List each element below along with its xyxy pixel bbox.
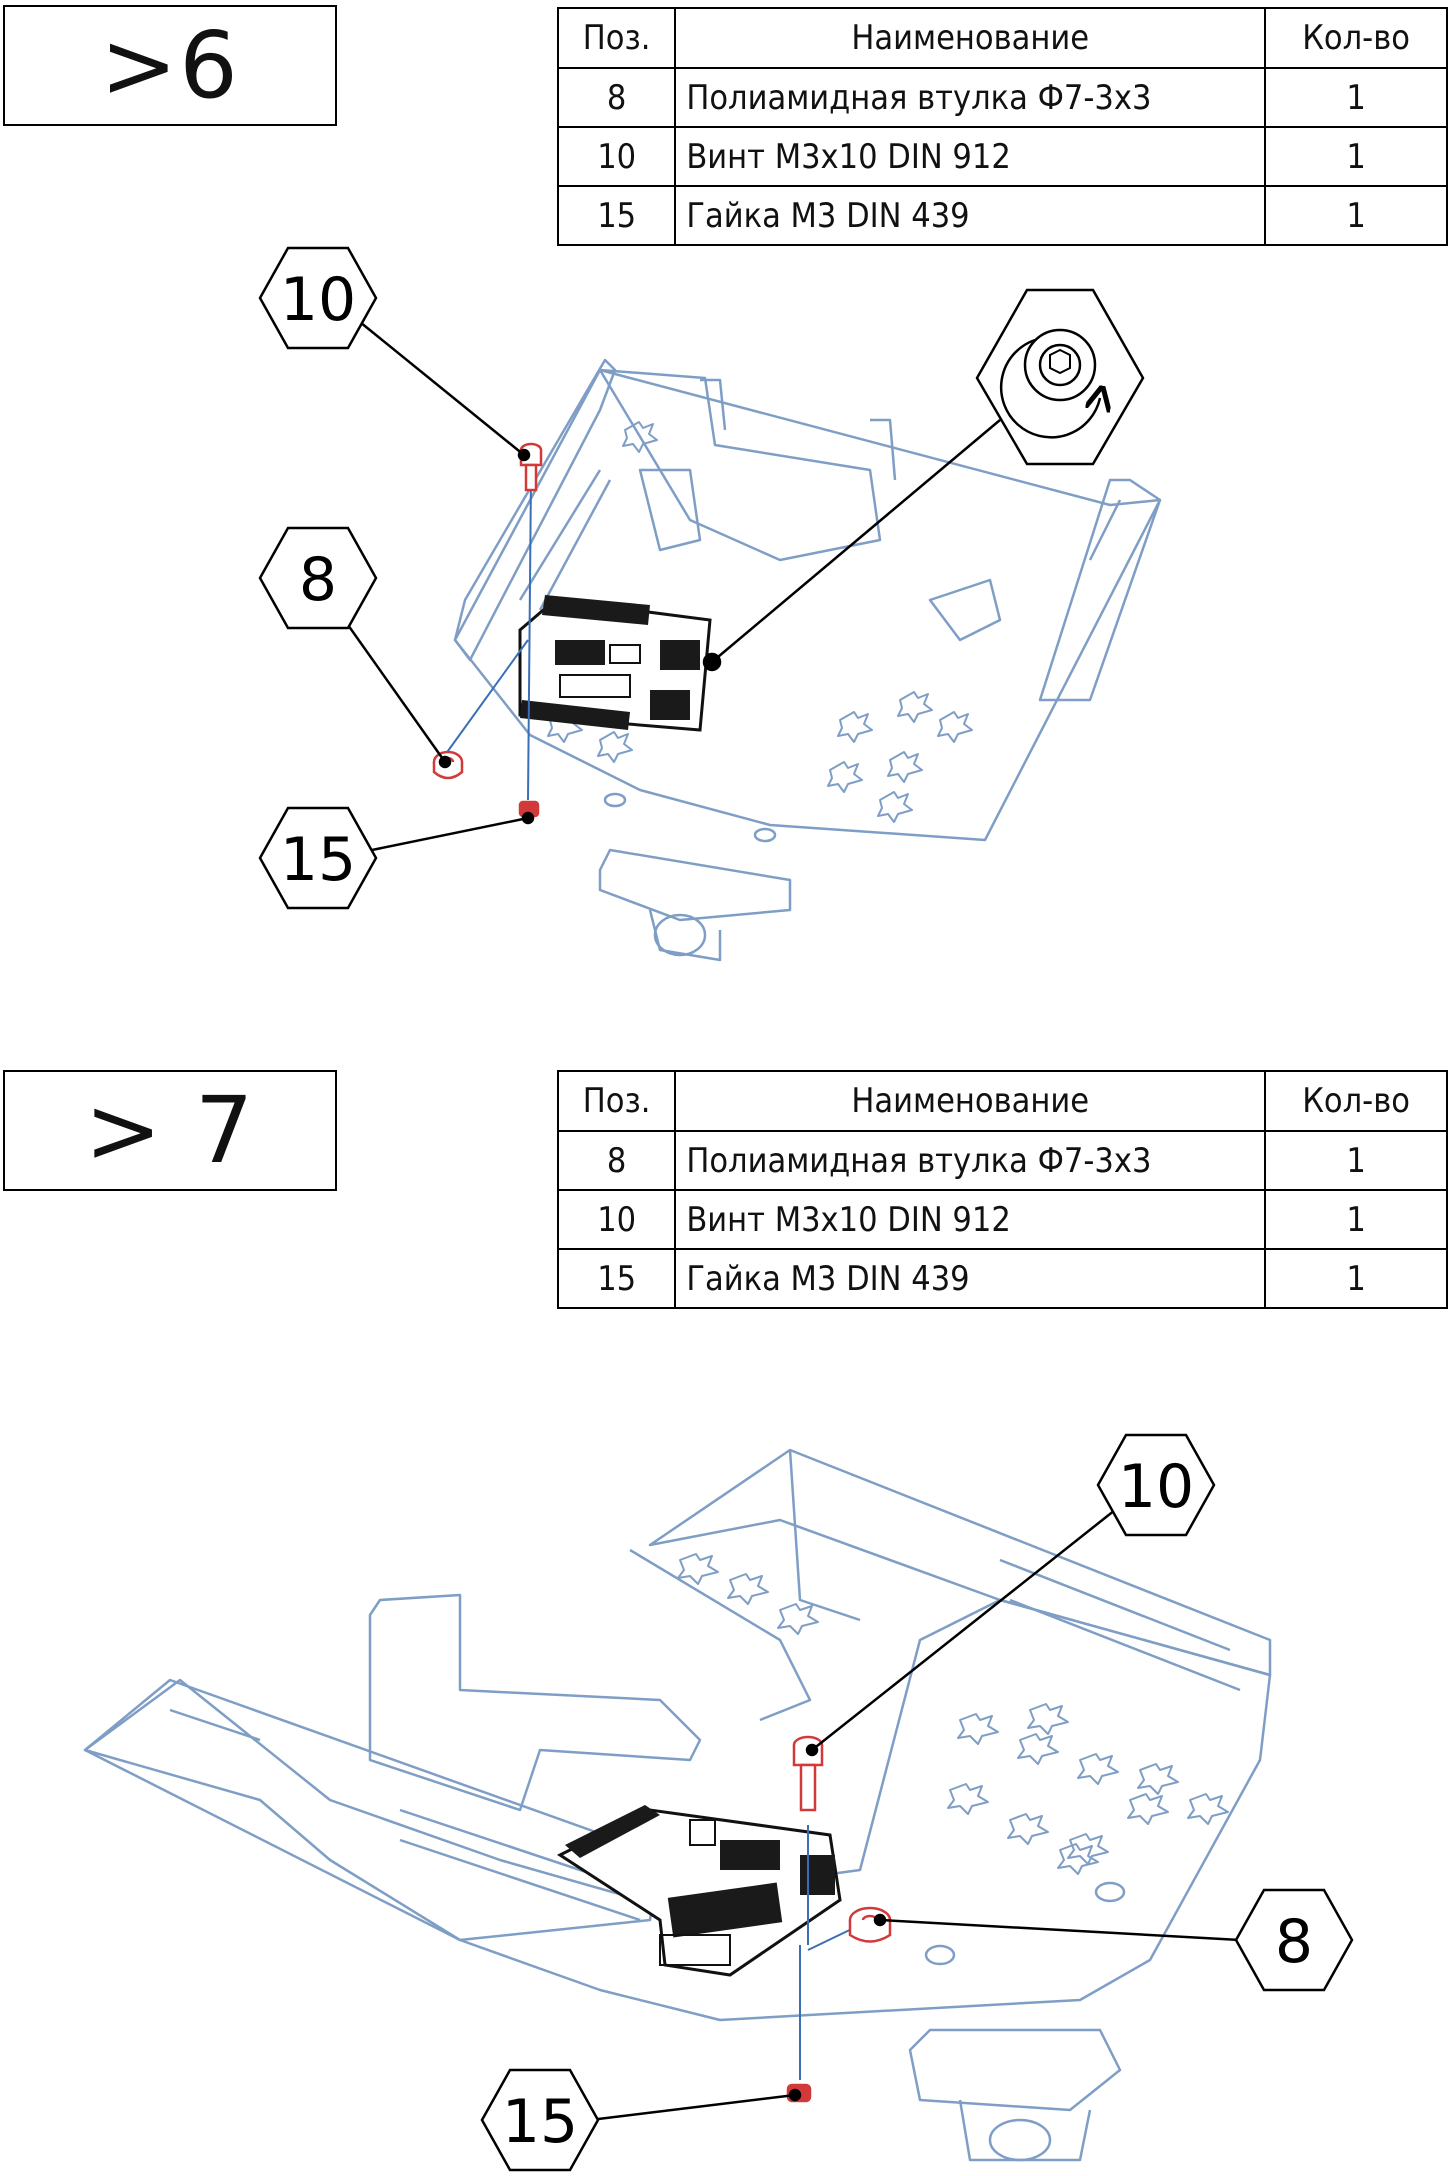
- callout-label: 15: [280, 825, 356, 895]
- cell-qty: 1: [1264, 1248, 1448, 1309]
- chassis-back-bracket: [368, 1593, 702, 1812]
- motor-mount: [908, 2028, 1122, 2112]
- controller-board-step-7: [556, 1805, 842, 1977]
- cell-name: Полиамидная втулка Ф7-3х3: [674, 1130, 1267, 1191]
- callout-step7-screw: 10: [1096, 1433, 1216, 1537]
- leader-lines-step-6: [346, 317, 1001, 852]
- cell-pos: 8: [556, 1130, 677, 1191]
- header-name: Наименование: [674, 7, 1267, 69]
- controller-board-step-6: [518, 595, 712, 732]
- parts-table-step-6: Поз. Наименование Кол-во 8 Полиамидная в…: [556, 7, 1448, 246]
- table-header-row: Поз. Наименование Кол-во: [556, 1070, 1448, 1132]
- cell-pos: 15: [556, 185, 677, 246]
- table-row: 8 Полиамидная втулка Ф7-3х3 1: [556, 1130, 1448, 1191]
- header-name: Наименование: [674, 1070, 1267, 1132]
- cell-name: Винт М3х10 DIN 912: [674, 126, 1267, 187]
- cell-pos: 10: [556, 126, 677, 187]
- table-row: 15 Гайка М3 DIN 439 1: [556, 1248, 1448, 1309]
- step-7-label: > 7: [3, 1070, 337, 1191]
- table-row: 15 Гайка М3 DIN 439 1: [556, 185, 1448, 246]
- cell-pos: 8: [556, 67, 677, 128]
- table-row: 8 Полиамидная втулка Ф7-3х3 1: [556, 67, 1448, 128]
- callout-step6-bushing: 8: [258, 526, 378, 630]
- chassis-plate: [83, 1598, 1272, 2022]
- header-qty: Кол-во: [1264, 1070, 1448, 1132]
- cell-qty: 1: [1264, 67, 1448, 128]
- cell-name: Гайка М3 DIN 439: [674, 1248, 1267, 1309]
- leader-lines-step-7: [589, 1509, 1241, 2122]
- header-pos: Поз.: [556, 7, 677, 69]
- table-row: 10 Винт М3х10 DIN 912 1: [556, 1189, 1448, 1250]
- chassis-back-bracket: [598, 368, 882, 562]
- callout-label: 10: [280, 265, 356, 335]
- cell-pos: 15: [556, 1248, 677, 1309]
- step-7-illustration: [83, 1448, 1272, 2162]
- cell-qty: 1: [1264, 185, 1448, 246]
- callout-label: 8: [299, 545, 337, 615]
- cell-pos: 10: [556, 1189, 677, 1250]
- cell-qty: 1: [1264, 1189, 1448, 1250]
- cell-qty: 1: [1264, 1130, 1448, 1191]
- chassis-right-wall: [1038, 478, 1162, 702]
- callout-label: 15: [502, 2087, 578, 2157]
- step-6-label: >6: [3, 5, 337, 126]
- hex-key-rotate-icon: [975, 288, 1145, 466]
- callout-step6-screw: 10: [258, 246, 378, 350]
- screw-part: [792, 1735, 824, 1812]
- callout-step7-bushing: 8: [1234, 1888, 1354, 1992]
- header-qty: Кол-во: [1264, 7, 1448, 69]
- mount-holes: [677, 1553, 1229, 1875]
- table-header-row: Поз. Наименование Кол-во: [556, 7, 1448, 69]
- callout-step7-nut: 15: [480, 2068, 600, 2172]
- callout-label: 10: [1118, 1452, 1194, 1522]
- header-pos: Поз.: [556, 1070, 677, 1132]
- motor-mount: [598, 848, 792, 922]
- callout-step6-nut: 15: [258, 806, 378, 910]
- parts-table-step-7: Поз. Наименование Кол-во 8 Полиамидная в…: [556, 1070, 1448, 1309]
- cell-qty: 1: [1264, 126, 1448, 187]
- callout-label: 8: [1275, 1907, 1313, 1977]
- cell-name: Полиамидная втулка Ф7-3х3: [674, 67, 1267, 128]
- cell-name: Гайка М3 DIN 439: [674, 185, 1267, 246]
- table-row: 10 Винт М3х10 DIN 912 1: [556, 126, 1448, 187]
- cell-name: Винт М3х10 DIN 912: [674, 1189, 1267, 1250]
